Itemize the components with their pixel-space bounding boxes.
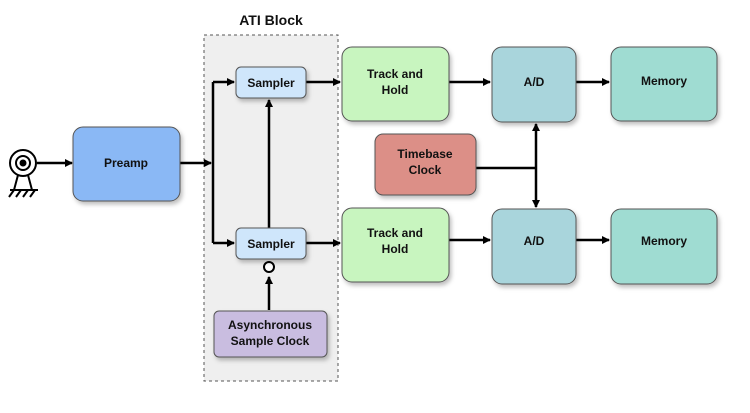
preamp-block: Preamp [72, 126, 181, 202]
timebase-clock-label-line1: Timebase [397, 147, 452, 161]
memory-bottom-label: Memory [641, 234, 687, 248]
preamp-label: Preamp [104, 156, 148, 170]
track-hold-bottom-label-line1: Track and [367, 226, 423, 240]
sampler-clock-input-bubble [263, 261, 275, 273]
sampler-bottom-block: Sampler [235, 227, 307, 260]
sampler-top-block: Sampler [235, 66, 307, 99]
ad-bottom-block: A/D [491, 208, 577, 285]
async-clock-label-line1: Asynchronous [228, 318, 312, 332]
sampler-bottom-box [235, 227, 307, 260]
antenna-icon [8, 149, 38, 198]
track-hold-top-label-line1: Track and [367, 67, 423, 81]
track-hold-bottom-block: Track and Hold [341, 207, 450, 283]
timebase-clock-label-line2: Clock [409, 163, 442, 177]
memory-bottom-block: Memory [610, 208, 718, 285]
memory-top-block: Memory [610, 46, 718, 122]
track-hold-top-block: Track and Hold [341, 46, 450, 122]
ad-top-box [491, 46, 577, 123]
timebase-clock-box [374, 133, 477, 196]
async-clock-label-line2: Sample Clock [231, 334, 310, 348]
sampler-top-box [235, 66, 307, 99]
preamp-box [72, 126, 181, 202]
timebase-clock-block: Timebase Clock [374, 133, 477, 196]
ati-block-title: ATI Block [239, 12, 303, 28]
memory-top-box [610, 46, 718, 122]
async-sample-clock-box [213, 310, 328, 358]
connections [37, 78, 610, 310]
sampler-top-label: Sampler [247, 76, 295, 90]
async-sample-clock-block: Asynchronous Sample Clock [213, 310, 328, 358]
ad-top-block: A/D [491, 46, 577, 123]
memory-bottom-box [610, 208, 718, 285]
ad-bottom-box [491, 208, 577, 285]
ad-bottom-label: A/D [524, 234, 545, 248]
memory-top-label: Memory [641, 74, 687, 88]
ad-top-label: A/D [524, 75, 545, 89]
track-hold-top-label-line2: Hold [382, 83, 409, 97]
track-hold-bottom-label-line2: Hold [382, 242, 409, 256]
sampler-bottom-label: Sampler [247, 237, 295, 251]
track-hold-top-box [341, 46, 450, 122]
track-hold-bottom-box [341, 207, 450, 283]
